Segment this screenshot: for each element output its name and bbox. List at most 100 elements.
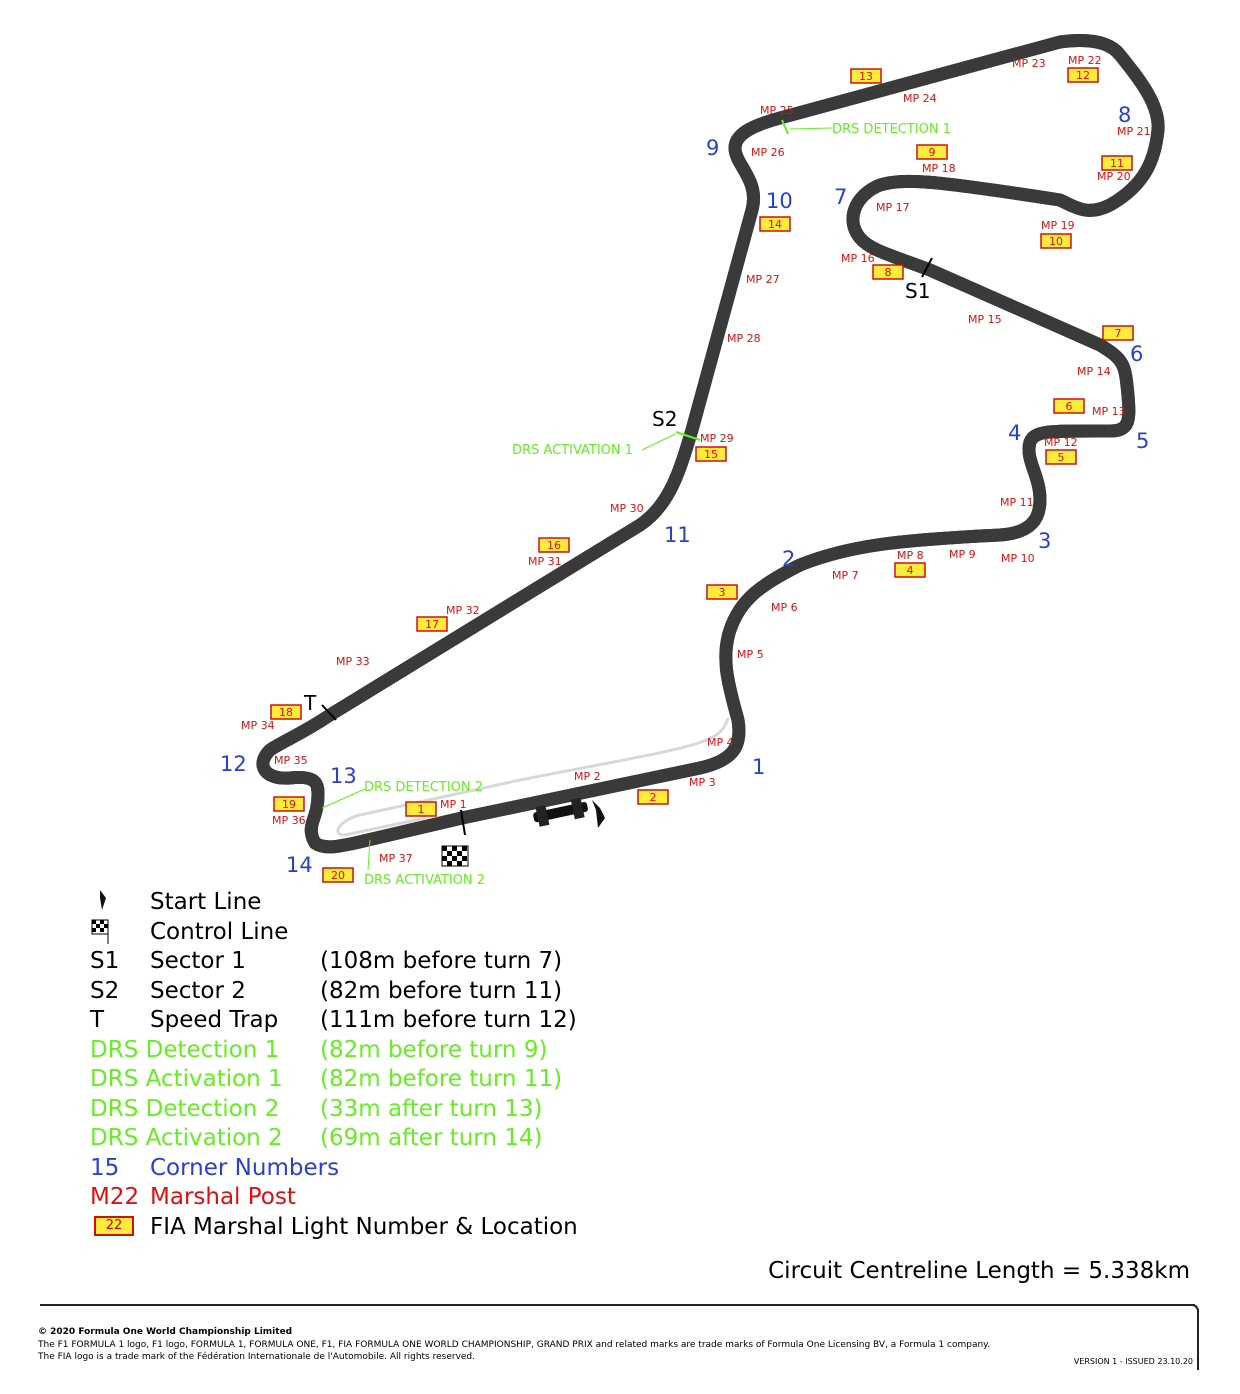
legend-name: FIA Marshal Light Number & Location: [150, 1213, 578, 1240]
marshal-post-label: MP 12: [1044, 436, 1078, 449]
marshal-light-box: [894, 562, 926, 578]
marshal-light-number: 9: [929, 146, 936, 159]
corner-number: 14: [286, 853, 313, 877]
marshal-light-number: 18: [279, 706, 293, 719]
circuit-map: S1 S2 T DRS DETECTION 1 DRS ACTIVATION 1…: [220, 0, 1240, 888]
marshal-light-number: 14: [768, 218, 782, 231]
marshal-post-label: MP 7: [832, 569, 859, 582]
marshal-light-box: [1045, 449, 1077, 465]
marshal-light-box: [850, 68, 882, 84]
marshal-post-label: MP 1: [440, 798, 467, 811]
marshal-post-label: MP 8: [897, 549, 924, 562]
drs-activation-1-label: DRS ACTIVATION 1: [512, 443, 633, 458]
legend-symbol: S1: [90, 948, 120, 974]
sector-1-label: S1: [905, 279, 930, 303]
marshal-post-label: MP 9: [949, 548, 976, 561]
marshal-post-label: MP 3: [689, 776, 716, 789]
marshal-post-label: MP 10: [1001, 552, 1035, 565]
legend-name: DRS Detection 1: [90, 1036, 280, 1063]
marshal-post-label: MP 30: [610, 502, 644, 515]
marshal-light-number: 2: [650, 791, 657, 804]
footer-corner: [1190, 1304, 1199, 1370]
marshal-light-number: 15: [704, 448, 718, 461]
marshal-post-label: MP 17: [876, 201, 910, 214]
marshal-light-number: 7: [1115, 327, 1122, 340]
marshal-post-label: MP 5: [737, 648, 764, 661]
footer-divider: [40, 1304, 1195, 1306]
legend-detail: (82m before turn 9): [320, 1036, 548, 1063]
marshal-post-label: MP 23: [1012, 57, 1046, 70]
car-icon: [533, 797, 588, 827]
marshal-light-box: [695, 446, 727, 462]
marshal-post-label: MP 20: [1097, 170, 1131, 183]
corner-number: 1: [752, 755, 765, 779]
version-label: VERSION 1 - ISSUED 23.10.20: [1073, 1357, 1193, 1366]
pit-lane: [336, 717, 730, 837]
legend-light-number: 22: [94, 1215, 134, 1236]
marshal-light-number: 17: [425, 618, 439, 631]
corner-number: 7: [834, 185, 847, 209]
legend-name: Corner Numbers: [150, 1154, 340, 1181]
marshal-light-number: 11: [1110, 157, 1124, 170]
marshal-post-label: MP 34: [241, 719, 275, 732]
corner-number: 3: [1038, 529, 1051, 553]
legend-detail: (69m after turn 14): [320, 1125, 543, 1151]
marshal-post-label: MP 11: [1000, 496, 1034, 509]
marshal-light-box: [322, 867, 354, 883]
sector-2-line: [675, 431, 701, 441]
marshal-light-number: 8: [885, 266, 892, 279]
drs-detection-1-label: DRS DETECTION 1: [832, 122, 951, 137]
marshal-post-label: MP 24: [903, 92, 937, 105]
marshal-post-label: MP 14: [1077, 365, 1111, 378]
legend-symbol: M22: [90, 1184, 140, 1210]
corner-number: 8: [1118, 103, 1131, 127]
corner-number: 6: [1130, 342, 1143, 366]
marshal-light-number: 5: [1058, 451, 1065, 464]
marshal-light-number: 16: [547, 539, 561, 552]
corner-number: 13: [330, 764, 357, 788]
marshal-post-label: MP 26: [751, 146, 785, 159]
speed-trap-line: [321, 704, 337, 721]
corner-number: 12: [220, 752, 247, 776]
legend-detail: (82m before turn 11): [320, 1066, 563, 1092]
marshal-light-box: [1101, 155, 1133, 171]
drs-detection-2-label: DRS DETECTION 2: [364, 780, 483, 795]
marshal-light-number: 1: [418, 803, 425, 816]
sector-1-line: [921, 257, 933, 278]
marshal-light-box: [270, 704, 302, 720]
marshal-post-label: MP 32: [446, 604, 480, 617]
drs-activation-2-leader: [367, 839, 371, 871]
corner-number: 5: [1136, 429, 1149, 453]
marshal-post-label: MP 36: [272, 814, 306, 827]
legend-symbol: S2: [90, 977, 120, 1004]
marshal-light-box: [1040, 233, 1072, 249]
marshal-light-box: [416, 616, 448, 632]
marshal-light-number: 6: [1066, 400, 1073, 413]
marshal-post-label: MP 27: [746, 273, 780, 286]
legend-name: Start Line: [150, 889, 262, 915]
legend-name: Control Line: [150, 918, 289, 945]
marshal-post-label: MP 37: [379, 852, 413, 865]
checkered-flag-icon: [90, 918, 146, 951]
marshal-light-number: 19: [282, 798, 296, 811]
marshal-post-label: MP 31: [528, 555, 562, 568]
marshal-light-number: 4: [907, 564, 914, 577]
marshal-light-box: [759, 216, 791, 232]
marshal-light-number: 3: [719, 586, 726, 599]
track: [263, 41, 1158, 847]
marshal-post-label: MP 19: [1041, 219, 1075, 232]
marshal-post-label: MP 35: [274, 754, 308, 767]
marshal-light-number: 10: [1049, 235, 1063, 248]
sector-2-label: S2: [652, 407, 677, 431]
corner-number: 4: [1008, 421, 1021, 445]
marshal-light-box: [538, 537, 570, 553]
drs-detection-1-leader: [789, 127, 833, 130]
legend-detail: (111m before turn 12): [320, 1007, 577, 1033]
marshal-post-label: MP 22: [1068, 54, 1102, 67]
marshal-light-box: [872, 264, 904, 280]
legend-detail: (82m before turn 11): [320, 977, 563, 1004]
marshal-light-number: 20: [331, 869, 345, 882]
